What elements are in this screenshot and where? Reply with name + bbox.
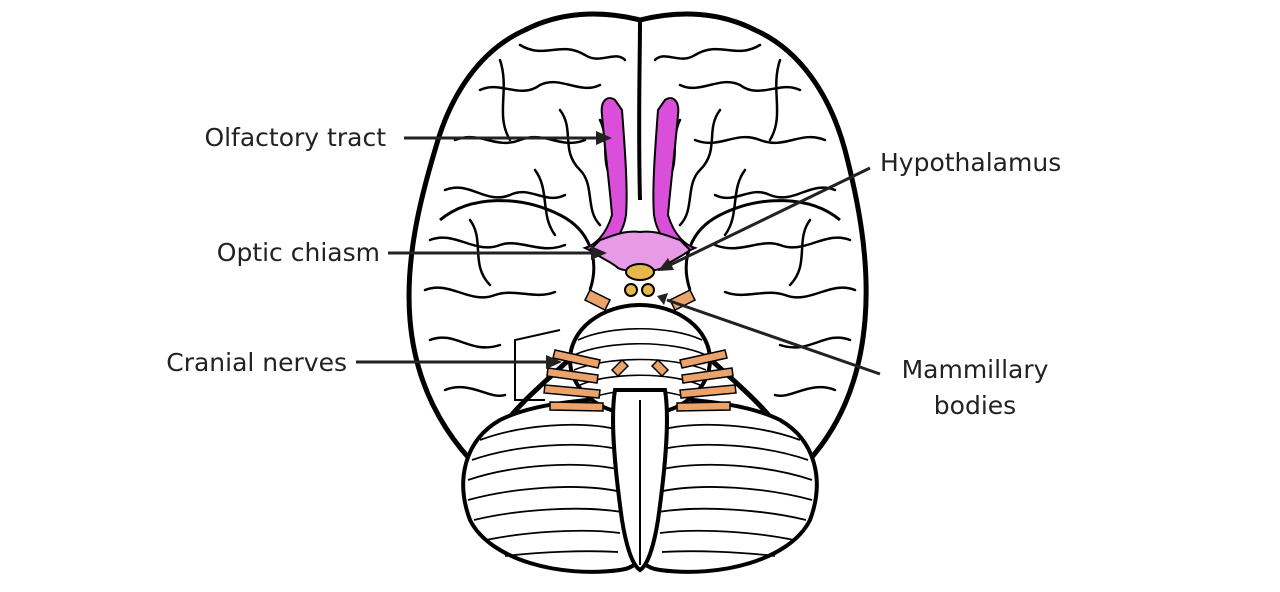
mammillary-bodies [624,283,655,297]
cranial-nerves-bracket [514,329,561,401]
hypothalamus-body [625,263,655,281]
pointer-arrows [356,136,881,376]
label-mammillary-bodies: Mammillary bodies [885,352,1065,424]
label-hypothalamus: Hypothalamus [880,148,1062,177]
cerebellum [461,392,819,574]
label-olfactory-tract: Olfactory tract [204,123,386,152]
label-mammillary-line2: bodies [933,391,1017,420]
label-cranial-nerves: Cranial nerves [166,348,347,377]
gyri-right [653,43,857,398]
arrow-heads [546,131,674,369]
optic-chiasm [588,230,692,272]
label-mammillary-line1: Mammillary [901,355,1049,384]
longitudinal-fissure [637,19,642,201]
temporal-lobe-right [684,199,841,291]
label-optic-chiasm: Optic chiasm [216,238,380,267]
gyri-left [423,43,627,398]
temporal-lobe-left [439,199,596,291]
olfactory-tracts [582,97,698,257]
cranial-nerves [543,288,737,412]
